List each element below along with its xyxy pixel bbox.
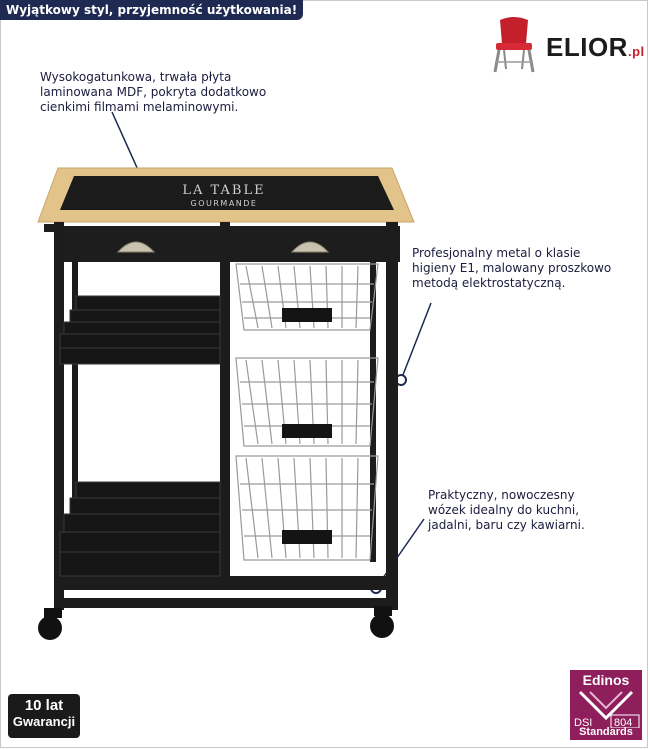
warranty-label: Gwarancji bbox=[12, 714, 76, 729]
edinos-emblem-icon: DSI 804 bbox=[574, 690, 640, 728]
basket-handle-bottom bbox=[282, 530, 332, 544]
edinos-left-code: DSI bbox=[574, 717, 592, 728]
warranty-badge: 10 lat Gwarancji bbox=[8, 694, 80, 738]
wire-basket-top bbox=[235, 263, 379, 331]
drawer-handle-left bbox=[116, 241, 156, 253]
note-top: Wysokogatunkowa, trwała płyta laminowana… bbox=[40, 70, 267, 114]
top-banner: Wyjątkowy styl, przyjemność użytkowania! bbox=[0, 0, 304, 20]
note-middle: Profesjonalny metal o klasie higieny E1,… bbox=[412, 246, 612, 290]
edinos-standards-badge: Edinos DSI 804 Standards bbox=[570, 670, 642, 740]
wire-basket-bottom bbox=[235, 455, 379, 561]
board-text-line1: LA TABLE bbox=[182, 183, 265, 198]
trolley-frame bbox=[54, 222, 398, 610]
elior-logo[interactable]: ELIOR.pl bbox=[484, 14, 644, 74]
logo-text: ELIOR.pl bbox=[546, 32, 645, 63]
upper-slatted-shelf bbox=[59, 295, 221, 365]
drawer-handle-right bbox=[290, 241, 330, 253]
edinos-right-code: 804 bbox=[614, 717, 632, 728]
warranty-years: 10 lat bbox=[24, 697, 64, 714]
side-hook bbox=[44, 224, 54, 232]
basket-handle-middle bbox=[282, 424, 332, 438]
edinos-standards-label: Standards bbox=[579, 726, 633, 738]
black-board bbox=[60, 176, 394, 210]
note-bottom: Praktyczny, nowoczesny wózek idealny do … bbox=[428, 488, 585, 532]
lower-slatted-shelf bbox=[59, 481, 221, 577]
board-text-line2: GOURMANDE bbox=[191, 199, 258, 208]
edinos-brand: Edinos bbox=[582, 672, 630, 688]
basket-handle-top bbox=[282, 308, 332, 322]
logo-suffix: .pl bbox=[627, 44, 645, 59]
logo-name: ELIOR bbox=[546, 32, 628, 62]
caster-wheels bbox=[38, 606, 394, 640]
chair-icon bbox=[493, 17, 535, 73]
